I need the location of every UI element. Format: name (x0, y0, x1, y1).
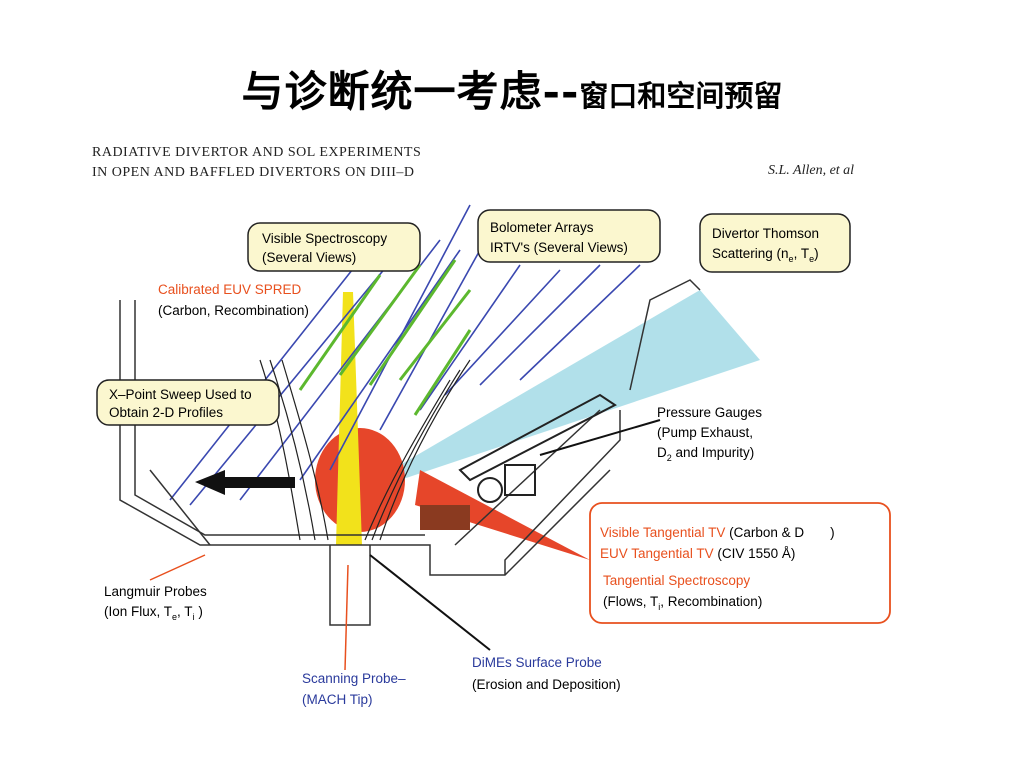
tangential-line1: Visible Tangential TV (Carbon & D) (600, 525, 835, 540)
box-visible-spectroscopy (247, 222, 421, 272)
scanning-line1: Scanning Probe– (302, 671, 406, 686)
euv-spred-desc: (Carbon, Recombination) (158, 303, 309, 318)
tv-camera (420, 505, 470, 530)
box-tangential (589, 502, 891, 624)
tangential-line2: EUV Tangential TV (CIV 1550 Å) (600, 546, 795, 561)
thomson-beam (340, 290, 760, 500)
xpoint-line2: Obtain 2-D Profiles (109, 405, 223, 420)
black-arrows (369, 419, 661, 651)
pressure-gauge-assembly (458, 393, 617, 503)
dimes-line2: (Erosion and Deposition) (472, 677, 621, 692)
tangential-cone (415, 470, 590, 560)
title-sub: 窗口和空间预留 (579, 79, 783, 113)
box-thomson (699, 213, 851, 273)
tangential-line3: Tangential Spectroscopy (603, 573, 750, 588)
scanning-line2: (MACH Tip) (302, 692, 373, 707)
pressure-line3: D2 and Impurity) (657, 445, 754, 463)
thomson-line1: Divertor Thomson (712, 226, 819, 241)
xpoint-line1: X–Point Sweep Used to (109, 387, 252, 402)
pressure-line2: (Pump Exhaust, (657, 425, 753, 440)
spred-beam (336, 292, 362, 545)
tangential-line4: (Flows, Ti, Recombination) (603, 594, 762, 612)
dimes-line1: DiMEs Surface Probe (472, 655, 602, 670)
spectroscopy-sightlines (298, 259, 472, 416)
bolometer-line2: IRTV's (Several Views) (490, 240, 628, 255)
paper-title-line2: IN OPEN AND BAFFLED DIVERTORS ON DIII–D (92, 165, 415, 180)
paper-title: RADIATIVE DIVERTOR AND SOL EXPERIMENTS I… (92, 143, 421, 183)
thomson-line2: Scattering (ne, Te) (712, 246, 819, 264)
box-xpoint (96, 379, 280, 426)
langmuir-line2: (Ion Flux, Te, Ti ) (104, 604, 203, 622)
visible-spec-line2: (Several Views) (262, 250, 356, 265)
paper-title-line1: RADIATIVE DIVERTOR AND SOL EXPERIMENTS (92, 145, 422, 160)
xpoint-arrow (195, 470, 295, 495)
pressure-line1: Pressure Gauges (657, 405, 762, 420)
title-main: 与诊断统一考虑-- (241, 67, 580, 116)
box-bolometer (477, 209, 661, 263)
euv-spred-title: Calibrated EUV SPRED (158, 282, 302, 297)
paper-author: S.L. Allen, et al (768, 163, 855, 178)
orange-arrows (149, 554, 349, 671)
slide-title: 与诊断统一考虑--窗口和空间预留 (0, 58, 1024, 119)
langmuir-line1: Langmuir Probes (104, 584, 207, 599)
visible-spec-line1: Visible Spectroscopy (262, 231, 387, 246)
bolometer-line1: Bolometer Arrays (490, 220, 594, 235)
